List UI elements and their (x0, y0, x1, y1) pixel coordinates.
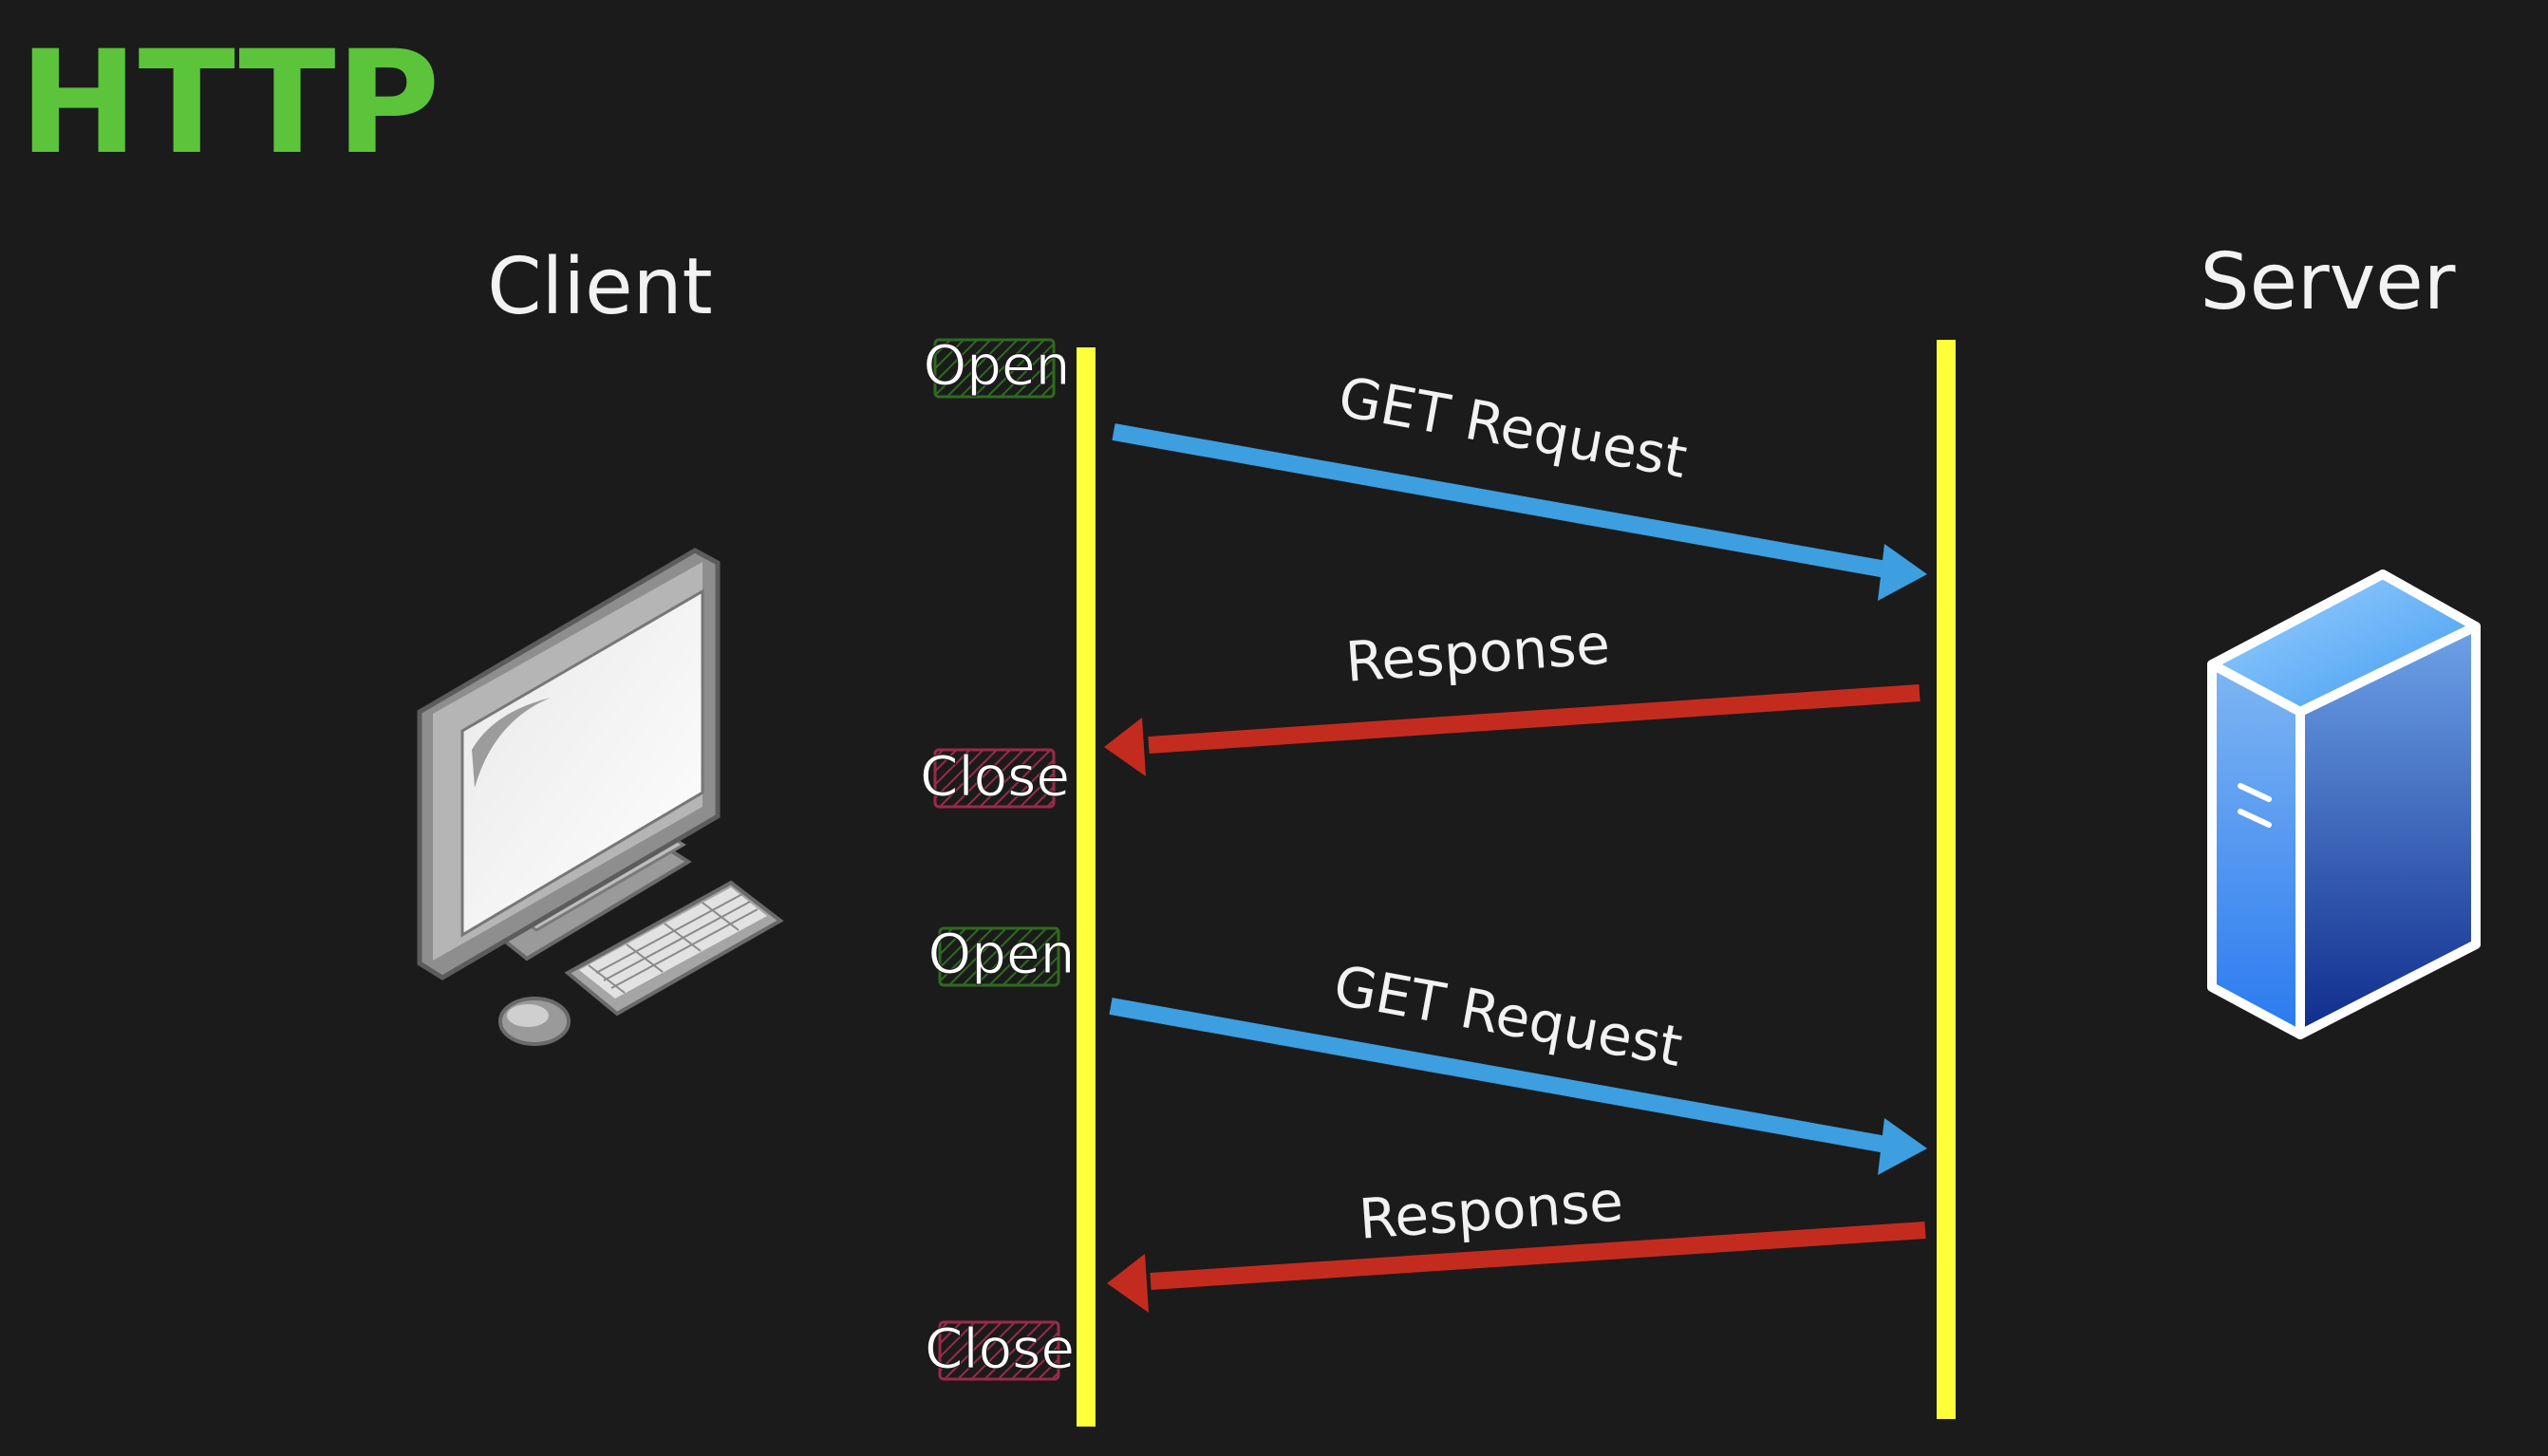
open-tag-2 (938, 926, 1060, 987)
response-arrowhead-2 (1107, 1254, 1149, 1313)
exchange-2: Open GET Request Response Close (925, 922, 1927, 1382)
response-arrowhead-1 (1104, 718, 1146, 776)
exchange-1: Open GET Request Response Close (920, 333, 1927, 810)
response-arrow-1 (1148, 684, 1920, 754)
close-label-1: Close (920, 744, 1070, 809)
server-tower-icon (2207, 569, 2481, 1039)
server-label: Server (2201, 237, 2456, 327)
response-label-1: Response (1343, 611, 1612, 694)
request-arrow-1 (1112, 423, 1899, 580)
server-lifeline (1937, 340, 1956, 1419)
request-arrow-2 (1109, 998, 1899, 1155)
request-label-1: GET Request (1334, 364, 1692, 491)
page-title: HTTP (19, 21, 440, 186)
close-tag-2 (938, 1320, 1060, 1381)
open-label-2: Open (928, 922, 1076, 986)
open-tag-1 (933, 338, 1056, 399)
request-arrowhead-1 (1878, 544, 1927, 601)
client-lifeline (1077, 347, 1096, 1427)
response-label-2: Response (1357, 1168, 1625, 1251)
open-label-1: Open (924, 333, 1071, 398)
response-arrow-2 (1150, 1222, 1926, 1290)
request-arrowhead-2 (1878, 1118, 1927, 1175)
client-label: Client (487, 242, 712, 332)
close-tag-1 (933, 748, 1056, 809)
close-label-2: Close (925, 1316, 1075, 1381)
desktop-computer-icon (417, 548, 784, 1046)
